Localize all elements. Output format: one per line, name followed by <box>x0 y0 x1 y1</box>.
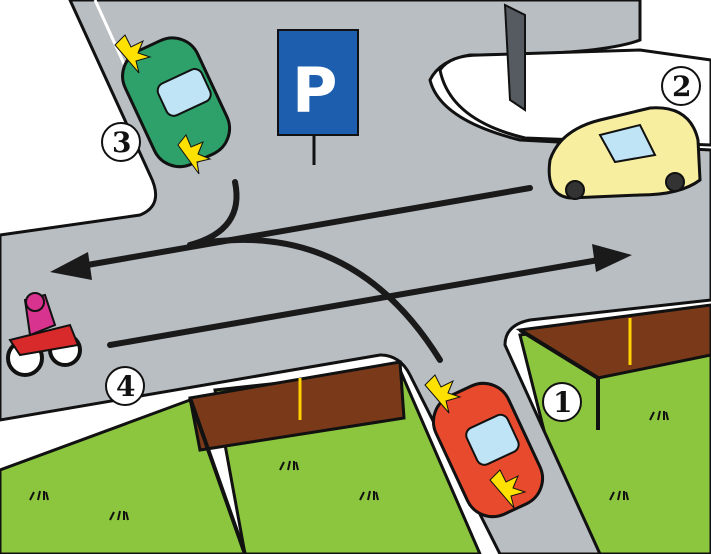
label-2: 2 <box>672 70 691 103</box>
label-3: 3 <box>112 126 131 159</box>
parking-sign-letter: P <box>292 54 337 127</box>
label-4: 4 <box>116 370 135 403</box>
label-1: 1 <box>553 386 572 419</box>
